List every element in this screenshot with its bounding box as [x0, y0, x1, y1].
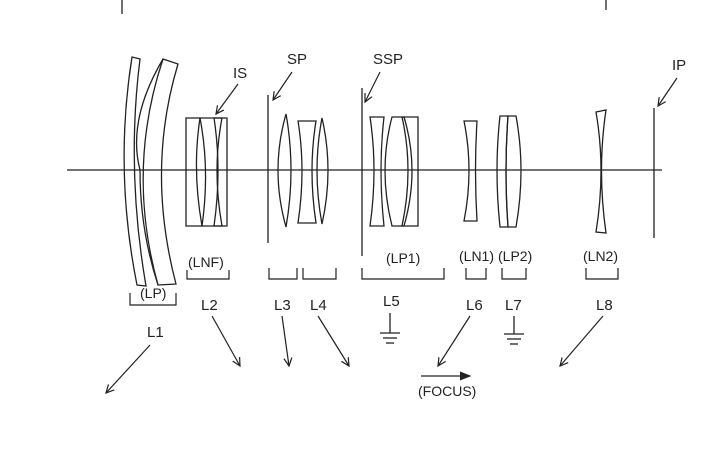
lens-l4-element-1 — [297, 120, 317, 224]
lens-l5-element-1 — [369, 116, 385, 227]
lens-l2-element-2 — [199, 117, 223, 227]
group-label-l3: L3 — [274, 297, 291, 314]
label-ln1: (LN1) — [459, 248, 494, 264]
bracket-lp — [129, 293, 177, 306]
movement-arrow-l3 — [281, 315, 289, 366]
label-ssp: SSP — [373, 51, 403, 68]
bracket-l6 — [465, 268, 487, 280]
lens-l8 — [595, 109, 607, 234]
arrow-is — [216, 83, 239, 114]
bracket-l5 — [361, 268, 445, 280]
label-lp1: (LP1) — [386, 250, 420, 266]
bracket-l8 — [585, 268, 619, 280]
lens-l5-element-3 — [401, 116, 419, 227]
label-lnf: (LNF) — [188, 254, 224, 270]
group-label-l4: L4 — [310, 297, 327, 314]
group-label-l8: L8 — [596, 297, 613, 314]
arrow-sp — [273, 71, 293, 100]
movement-arrow-l1 — [106, 344, 151, 393]
movement-arrow-l4 — [317, 315, 349, 366]
bracket-l3 — [268, 268, 298, 280]
lens-l1-element-3 — [135, 58, 164, 286]
lens-l1-element-1 — [123, 56, 147, 287]
fixed-symbol-l5 — [380, 313, 400, 344]
label-ip: IP — [672, 57, 686, 74]
group-label-l2: L2 — [201, 297, 218, 314]
group-label-l1: L1 — [147, 324, 164, 341]
arrow-ip — [658, 77, 678, 106]
lens-l2-element-3 — [213, 117, 228, 227]
label-is: IS — [233, 65, 247, 82]
lens-l2-element-1 — [185, 117, 203, 227]
movement-arrow-l2 — [211, 315, 240, 366]
lens-l7-element-2 — [505, 115, 522, 228]
label-sp: SP — [287, 51, 307, 68]
lens-l1-element-2 — [142, 58, 179, 286]
group-label-l7: L7 — [505, 297, 522, 314]
movement-arrow-l6 — [438, 315, 471, 366]
group-label-l6: L6 — [466, 297, 483, 314]
label-lp: (LP) — [140, 285, 166, 301]
label-focus: (FOCUS) — [418, 383, 476, 399]
bracket-lnf — [186, 270, 230, 280]
label-lp2: (LP2) — [498, 248, 532, 264]
bracket-l4 — [302, 268, 337, 280]
lens-l6 — [463, 120, 478, 222]
fixed-symbol-l7 — [504, 316, 524, 345]
label-ln2: (LN2) — [583, 248, 618, 264]
arrow-ssp — [365, 71, 381, 102]
lens-l3 — [277, 113, 292, 228]
lens-l4-element-2 — [316, 117, 329, 225]
bracket-l7 — [501, 268, 527, 280]
group-label-l5: L5 — [383, 293, 400, 310]
movement-arrow-l8 — [560, 315, 604, 366]
